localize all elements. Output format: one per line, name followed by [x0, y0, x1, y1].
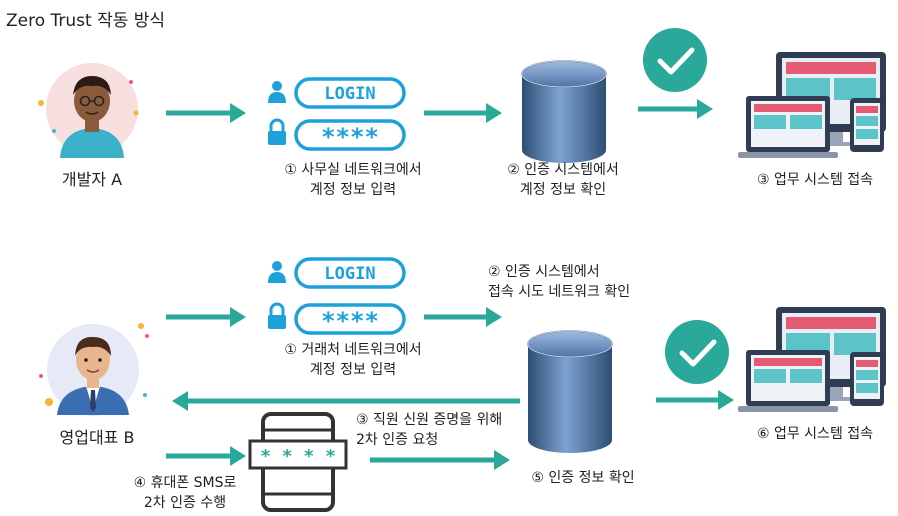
step2-label: ② 인증 시스템에서 계정 정보 확인	[507, 162, 619, 198]
step5-label: ⑤ 인증 정보 확인	[531, 470, 635, 486]
login-form-icon	[268, 77, 406, 151]
password-field-text-2: ****	[321, 307, 379, 335]
arrow-to-login-2	[166, 307, 246, 327]
sms-code-text: * * * *	[260, 446, 336, 467]
step6-label: ⑥ 업무 시스템 접속	[756, 426, 874, 442]
developer-label: 개발자 A	[61, 170, 123, 189]
step3-label: ③ 업무 시스템 접속	[756, 172, 874, 188]
arrow-to-phone	[166, 446, 246, 466]
business-system-devices-icon	[738, 52, 886, 158]
arrow-2fa-request-to-user	[172, 391, 520, 411]
auth-database-icon-2	[527, 330, 613, 453]
step2-network-check-label: ② 인증 시스템에서 접속 시도 네트워크 확인	[488, 264, 631, 300]
developer-avatar	[38, 63, 139, 158]
arrow-to-business-system-2	[656, 390, 734, 410]
login-form-icon-2	[268, 257, 406, 335]
step1-label: ① 사무실 네트워크에서 계정 정보 입력	[284, 162, 422, 198]
password-field-text: ****	[321, 123, 379, 151]
sales-rep-label: 영업대표 B	[59, 428, 135, 447]
diagram-title: Zero Trust 작동 방식	[6, 11, 166, 31]
step3-2fa-request-label: ③ 직원 신원 증명을 위해 2차 인증 요청	[356, 412, 503, 448]
business-system-devices-icon-2	[738, 307, 886, 412]
sales-rep-avatar	[39, 323, 149, 416]
approved-check-icon	[643, 28, 707, 92]
arrow-to-business-system-1	[638, 99, 713, 119]
arrow-to-auth-db-2	[424, 307, 502, 327]
auth-database-icon	[521, 60, 607, 163]
arrow-sms-to-auth	[370, 450, 510, 470]
mobile-sms-icon	[248, 412, 348, 512]
step4-sms-label: ④ 휴대폰 SMS로 2차 인증 수행	[133, 475, 237, 511]
arrow-to-auth-db-1	[424, 103, 502, 123]
arrow-to-login-1	[166, 103, 246, 123]
login-field-text: LOGIN	[324, 84, 375, 104]
approved-check-icon-2	[665, 320, 729, 384]
step1-partner-network-label: ① 거래처 네트워크에서 계정 정보 입력	[284, 342, 422, 378]
login-field-text-2: LOGIN	[324, 264, 375, 284]
